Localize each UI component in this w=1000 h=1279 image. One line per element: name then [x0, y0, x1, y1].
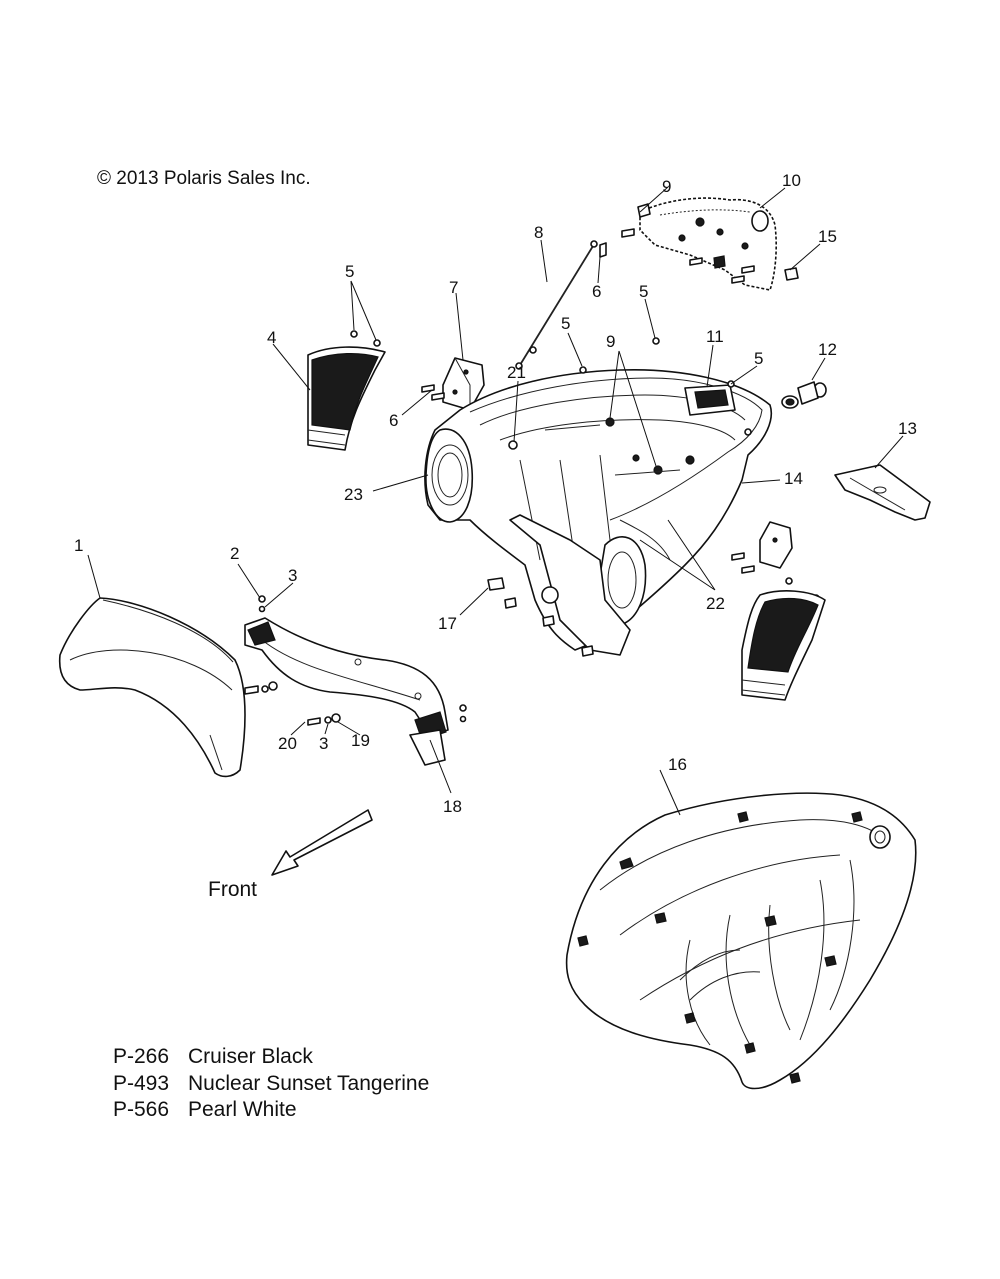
- callout-5: 5: [639, 282, 648, 301]
- callout-9: 9: [662, 177, 671, 196]
- callout-3: 3: [288, 566, 297, 585]
- paint-row: P-566 Pearl White: [113, 1098, 297, 1122]
- front-arrow: [271, 809, 373, 876]
- callout-7: 7: [449, 278, 458, 297]
- callout-5: 5: [345, 262, 354, 281]
- callout-2: 2: [230, 544, 239, 563]
- callout-21: 21: [507, 363, 526, 382]
- part-8-cable: [515, 240, 607, 370]
- callout-9: 9: [606, 332, 615, 351]
- callout-20: 20: [278, 734, 297, 753]
- leader-lines: [87, 186, 904, 816]
- paint-code: P-493: [113, 1072, 170, 1095]
- part-12-power-socket: [781, 381, 827, 409]
- paint-name: Pearl White: [188, 1098, 297, 1121]
- callout-6: 6: [389, 411, 398, 430]
- hardware-2-3-19-20: [244, 595, 467, 726]
- part-right-bracket: [731, 521, 820, 602]
- part-16-outer-fairing: [565, 792, 917, 1090]
- callout-23: 23: [344, 485, 363, 504]
- hardware-5-6: [529, 337, 752, 436]
- callout-5: 5: [561, 314, 570, 333]
- paint-name: Nuclear Sunset Tangerine: [188, 1072, 430, 1095]
- callout-18: 18: [443, 797, 462, 816]
- paint-code: P-566: [113, 1098, 170, 1121]
- paint-name: Cruiser Black: [188, 1045, 313, 1068]
- callout-10: 10: [782, 171, 801, 190]
- part-14-inner-fairing: [424, 368, 772, 656]
- part-17-labels: [487, 577, 594, 657]
- part-10-switch-housing: [621, 197, 799, 291]
- callout-16: 16: [668, 755, 687, 774]
- callout-22: 22: [706, 594, 725, 613]
- part-speaker-grille-right: [741, 590, 826, 701]
- copyright-text: © 2013 Polaris Sales Inc.: [97, 168, 311, 189]
- paint-row: P-493 Nuclear Sunset Tangerine: [113, 1072, 429, 1096]
- callout-6: 6: [592, 282, 601, 301]
- callout-8: 8: [534, 223, 543, 242]
- callout-14: 14: [784, 469, 803, 488]
- callout-17: 17: [438, 614, 457, 633]
- callout-5: 5: [754, 349, 763, 368]
- part-18-fairing-bracket: [244, 617, 449, 766]
- callout-12: 12: [818, 340, 837, 359]
- callout-11: 11: [706, 327, 724, 346]
- part-7-bracket: [421, 357, 485, 411]
- part-13-plate: [834, 464, 931, 521]
- part-1-front-fairing: [58, 597, 246, 778]
- front-label: Front: [208, 878, 257, 901]
- paint-code: P-266: [113, 1045, 170, 1068]
- callouts: 1 2 3 3 4 5 5 5 5 6 6 7 8 9 9 10 11 12 1…: [74, 171, 917, 816]
- callout-15: 15: [818, 227, 837, 246]
- callout-3: 3: [319, 734, 328, 753]
- part-4-speaker-grille-left: [307, 330, 386, 451]
- callout-19: 19: [351, 731, 370, 750]
- paint-row: P-266 Cruiser Black: [113, 1045, 313, 1069]
- callout-4: 4: [267, 328, 276, 347]
- callout-13: 13: [898, 419, 917, 438]
- callout-1: 1: [74, 536, 83, 555]
